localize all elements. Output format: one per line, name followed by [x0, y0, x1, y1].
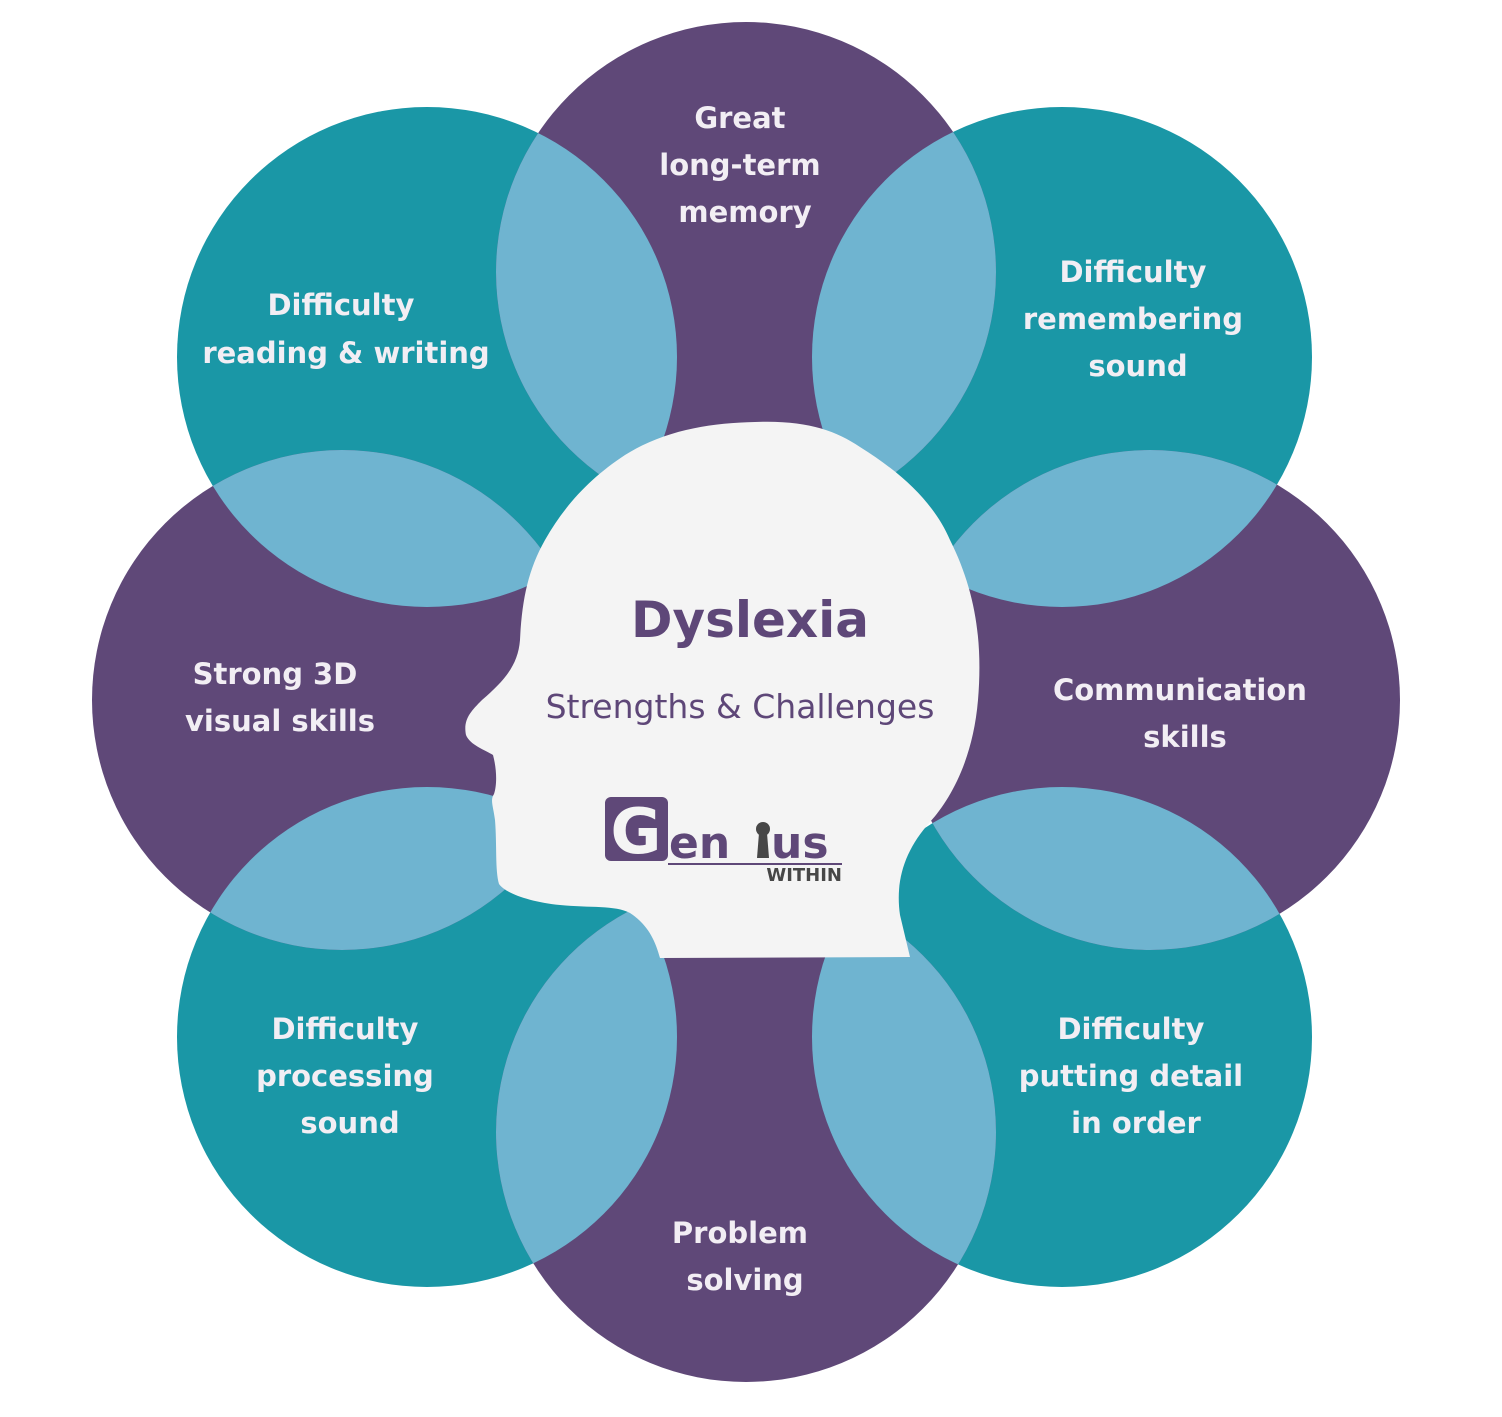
genius-within-logo: G en us WITHIN [605, 795, 842, 886]
petal-label-reading-writing: Difficulty reading & writing [202, 288, 489, 370]
petal-label-remembering-sound: Difficulty remembering sound [1023, 255, 1253, 383]
petal-label-3d-visual: Strong 3D visual skills [185, 657, 375, 738]
svg-text:en: en [669, 818, 730, 869]
svg-text:G: G [611, 795, 662, 868]
center-subtitle: Strengths & Challenges [546, 687, 935, 726]
petal-label-communication: Communication skills [1053, 673, 1317, 754]
petal-label-processing-sound: Difficulty processing sound [256, 1012, 444, 1140]
svg-text:WITHIN: WITHIN [766, 865, 842, 886]
petal-label-putting-detail: Difficulty putting detail in order [1019, 1012, 1253, 1140]
keyhole-icon [756, 822, 770, 858]
svg-text:us: us [771, 818, 829, 869]
head-silhouette [465, 421, 980, 958]
petal-label-problem-solving: Problem solving [672, 1216, 818, 1297]
center-title: Dyslexia [631, 591, 869, 649]
petal-label-long-term-memory: Great long-term memory [659, 101, 830, 229]
